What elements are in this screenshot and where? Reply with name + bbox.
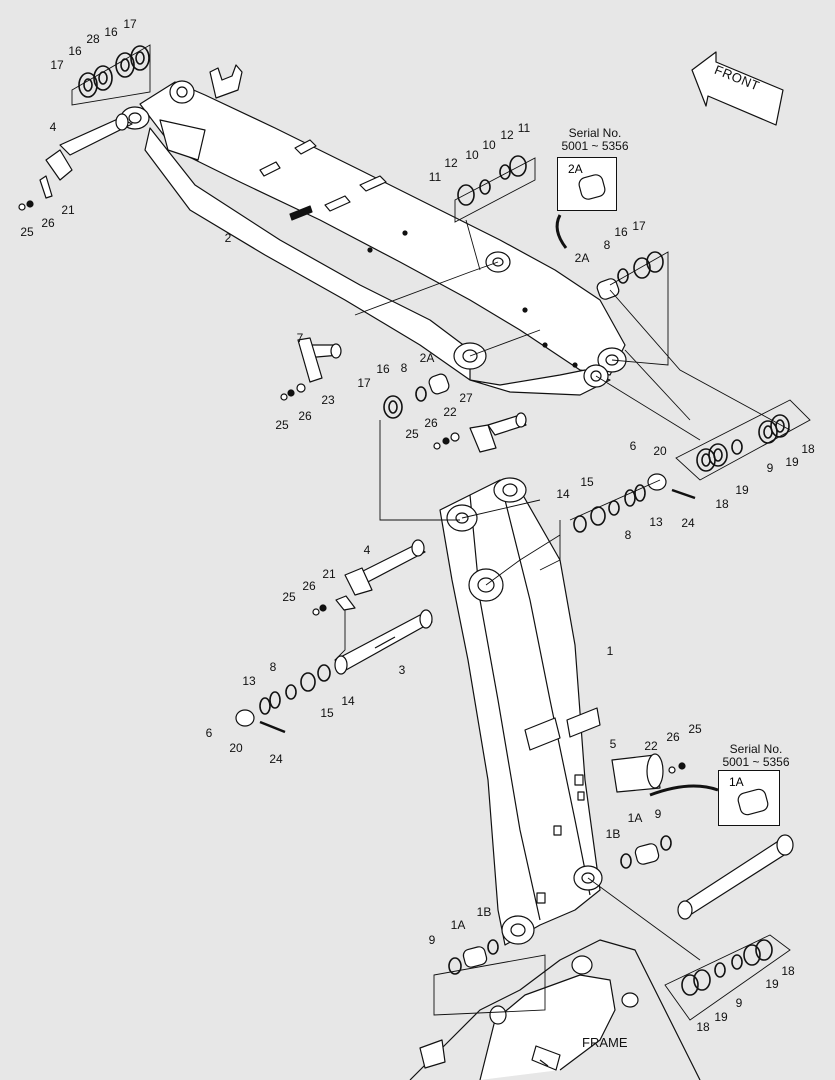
callout-1A: 1A — [450, 918, 466, 932]
callout-16: 16 — [104, 25, 118, 39]
callout-25: 25 — [20, 225, 34, 239]
callout-17: 17 — [357, 376, 371, 390]
callout-13: 13 — [649, 515, 663, 529]
callout-25: 25 — [275, 418, 289, 432]
boom-assembly — [439, 477, 603, 946]
callout-1B: 1B — [476, 905, 492, 919]
callout-18: 18 — [781, 964, 795, 978]
serial-range: 5001 ~ 5356 — [561, 139, 629, 153]
callout-1: 1 — [606, 644, 614, 658]
callout-16: 16 — [614, 225, 628, 239]
callout-10: 10 — [482, 138, 496, 152]
serial-number-label-top: Serial No. 5001 ~ 5356 — [550, 127, 640, 153]
callout-14: 14 — [556, 487, 570, 501]
callout-2A: 2A — [419, 351, 435, 365]
serial-title: Serial No. — [729, 742, 783, 756]
callout-18: 18 — [715, 497, 729, 511]
callout-16: 16 — [68, 44, 82, 58]
callout-28: 28 — [86, 32, 100, 46]
frame-label: FRAME — [582, 1035, 628, 1050]
callout-8: 8 — [400, 361, 408, 375]
callout-4: 4 — [49, 120, 57, 134]
callout-11: 11 — [428, 170, 442, 184]
callout-26: 26 — [298, 409, 312, 423]
serial-range: 5001 ~ 5356 — [722, 755, 790, 769]
callout-19: 19 — [714, 1010, 728, 1024]
callout-26: 26 — [666, 730, 680, 744]
callout-22: 22 — [443, 405, 457, 419]
pin-4-top — [59, 117, 133, 156]
callout-21: 21 — [322, 567, 336, 581]
bushing-icon — [578, 174, 606, 200]
callout-17: 17 — [632, 219, 646, 233]
callout-1A: 1A — [627, 811, 643, 825]
inset-part-label: 2A — [568, 162, 583, 176]
callout-20: 20 — [653, 444, 667, 458]
serial-inset-top: 2A — [557, 157, 617, 211]
serial-number-label-bottom: Serial No. 5001 ~ 5356 — [706, 743, 806, 769]
callout-9: 9 — [766, 461, 774, 475]
callout-8: 8 — [603, 238, 611, 252]
callout-26: 26 — [41, 216, 55, 230]
callout-3: 3 — [398, 663, 406, 677]
pin-bottom — [679, 839, 793, 916]
callout-24: 24 — [681, 516, 695, 530]
callout-13: 13 — [242, 674, 256, 688]
front-arrow-icon — [691, 51, 784, 126]
serial-title: Serial No. — [568, 126, 622, 140]
bushing-icon — [737, 788, 769, 816]
callout-9: 9 — [735, 996, 743, 1010]
callout-8: 8 — [624, 528, 632, 542]
pin-3 — [334, 614, 433, 671]
callout-26: 26 — [424, 416, 438, 430]
callout-26: 26 — [302, 579, 316, 593]
callout-9: 9 — [428, 933, 436, 947]
callout-18: 18 — [696, 1020, 710, 1034]
callout-25: 25 — [688, 722, 702, 736]
callout-2A: 2A — [574, 251, 590, 265]
callout-14: 14 — [341, 694, 355, 708]
frame-structure — [409, 939, 701, 1080]
callout-12: 12 — [444, 156, 458, 170]
callout-17: 17 — [123, 17, 137, 31]
callout-20: 20 — [229, 741, 243, 755]
callout-15: 15 — [320, 706, 334, 720]
callout-6: 6 — [205, 726, 213, 740]
callout-19: 19 — [785, 455, 799, 469]
callout-22: 22 — [644, 739, 658, 753]
callout-19: 19 — [765, 977, 779, 991]
callout-16: 16 — [376, 362, 390, 376]
callout-25: 25 — [282, 590, 296, 604]
callout-19: 19 — [735, 483, 749, 497]
callout-25: 25 — [405, 427, 419, 441]
callout-7: 7 — [296, 331, 304, 345]
callout-17: 17 — [50, 58, 64, 72]
callout-5: 5 — [609, 737, 617, 751]
callout-6: 6 — [629, 439, 637, 453]
inset-part-label: 1A — [729, 775, 744, 789]
callout-10: 10 — [465, 148, 479, 162]
callout-9: 9 — [654, 807, 662, 821]
callout-21: 21 — [61, 203, 75, 217]
callout-11: 11 — [517, 121, 531, 135]
callout-18: 18 — [801, 442, 815, 456]
callout-12: 12 — [500, 128, 514, 142]
callout-23: 23 — [321, 393, 335, 407]
callout-1B: 1B — [605, 827, 621, 841]
callout-4: 4 — [363, 543, 371, 557]
callout-8: 8 — [269, 660, 277, 674]
callout-2: 2 — [224, 231, 232, 245]
callout-27: 27 — [459, 391, 473, 405]
callout-15: 15 — [580, 475, 594, 489]
arm-assembly — [120, 64, 627, 396]
serial-inset-bottom: 1A — [718, 770, 780, 826]
callout-24: 24 — [269, 752, 283, 766]
